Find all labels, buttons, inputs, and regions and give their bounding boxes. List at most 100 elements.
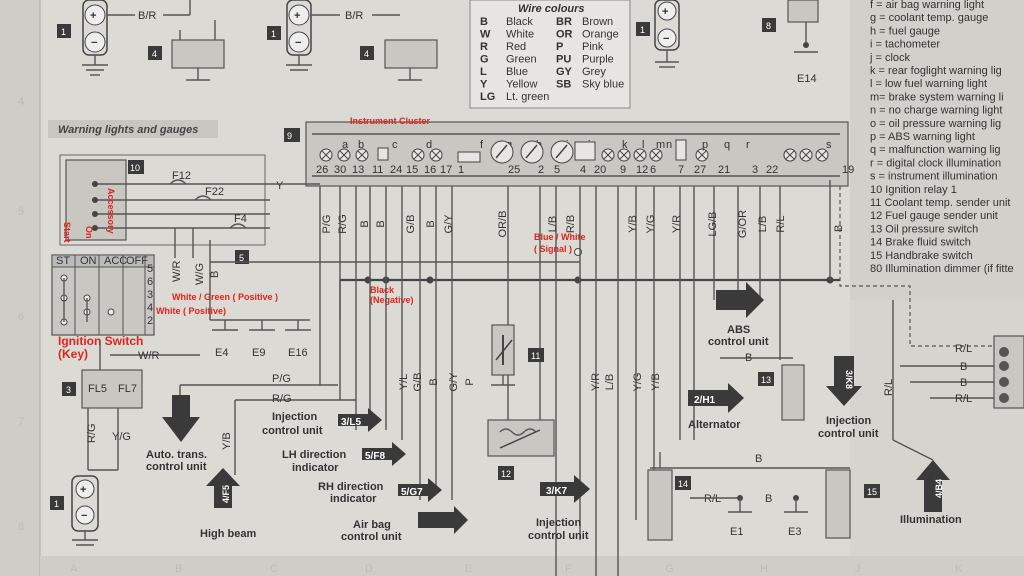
black-annotation: Black: [370, 285, 395, 295]
wire-label: G/B: [405, 215, 417, 234]
wire-label: G/OR: [737, 210, 749, 238]
wire-label: R/L: [704, 493, 721, 505]
switch-col-header: ST: [56, 255, 70, 267]
cluster-element-letter: d: [426, 139, 432, 151]
svg-text:+: +: [662, 6, 668, 18]
fuse-label: F22: [205, 186, 224, 198]
component-number: 8: [766, 21, 771, 31]
wire-label: B: [755, 453, 762, 465]
pin-number: 24: [390, 164, 402, 176]
wire-colour-code: L: [480, 66, 487, 78]
auto-trans-label: control unit: [146, 461, 207, 473]
svg-text:3: 3: [147, 289, 153, 301]
ruler-row-label: 7: [18, 416, 24, 428]
wire-label: R/L: [955, 393, 972, 405]
ruler-col-label: K: [955, 563, 963, 575]
abs-label: ABS: [727, 324, 750, 336]
wire-label: B: [960, 361, 967, 373]
legend-entry: k = rear foglight warning lig: [870, 65, 1002, 77]
wire-label: L/B: [604, 374, 616, 391]
wire-colours-title: Wire colours: [518, 3, 585, 15]
wire-label: B: [425, 220, 437, 227]
component-number: 14: [678, 479, 688, 489]
section-title: Warning lights and gauges: [58, 124, 198, 136]
component-number: 13: [761, 375, 771, 385]
instrument-cluster: 9 Instrument Cluster abcdfghijklmnopqrs …: [284, 116, 854, 187]
pin-number: 9: [620, 164, 626, 176]
cluster-element-letter: q: [724, 139, 730, 151]
svg-text:−: −: [663, 33, 669, 45]
legend-entry: p = ABS warning light: [870, 131, 975, 143]
wire-label: W/R: [171, 261, 183, 282]
legend-entry: i = tachometer: [870, 39, 940, 51]
brake-fluid-switch: 14 B R/L E1 B E3: [647, 452, 850, 541]
pin-number: 15: [406, 164, 418, 176]
destination-code: 3/L5: [341, 417, 361, 428]
wire-colour-code: LG: [480, 91, 495, 103]
pin-number: 5: [554, 164, 560, 176]
ruler-row-label: 4: [18, 96, 24, 108]
wire-colour-code: SB: [556, 79, 571, 91]
wire-colour-code: OR: [556, 29, 573, 41]
earth-label: E16: [288, 347, 308, 359]
fuse-label: FL5: [88, 383, 107, 395]
svg-text:+: +: [90, 10, 96, 22]
svg-text:Y: Y: [276, 180, 284, 192]
legend-entry: o = oil pressure warning lig: [870, 118, 1001, 130]
wire-colour-name: Sky blue: [582, 79, 624, 91]
wire-colour-name: Purple: [582, 54, 614, 66]
wire-colour-name: Lt. green: [506, 91, 549, 103]
legend-entry: f = air bag warning light: [870, 0, 984, 11]
svg-text:−: −: [295, 37, 301, 49]
auto-trans-label: Auto. trans.: [146, 449, 207, 461]
warning-lamp: [355, 148, 369, 162]
accessory-annotation: Accessory: [106, 188, 116, 234]
legend-entry: q = malfunction warning lig: [870, 144, 1001, 156]
pin-number: 27: [694, 164, 706, 176]
legend-entry: 15 Handbrake switch: [870, 250, 973, 262]
ignition-switch-table: ST ON ACC OFF 56 34 2: [51, 254, 155, 336]
ruler-row-label: 5: [18, 206, 24, 218]
pin-number: 20: [594, 164, 606, 176]
wire-colour-name: Yellow: [506, 79, 537, 91]
pin-number: 7: [678, 164, 684, 176]
component-number: 1: [54, 499, 59, 509]
legend-entry: 80 Illumination dimmer (if fitte: [870, 263, 1014, 275]
wire-label: Y/G: [632, 373, 644, 392]
legend-entry: s = instrument illumination: [870, 171, 997, 183]
wire-label: G/B: [412, 373, 424, 392]
switch-col-header: ACC: [104, 255, 127, 267]
cluster-element-letter: k: [622, 139, 628, 151]
ruler-row-label: 8: [18, 521, 24, 533]
wire-colour-code: P: [556, 41, 563, 53]
destination-label: RH direction: [318, 481, 384, 493]
pin-number: 17: [440, 164, 452, 176]
component-number: 11: [531, 351, 540, 361]
pin-number: 4: [580, 164, 586, 176]
wire-label: Y/B: [650, 373, 662, 391]
legend-entry: m= brake system warning li: [870, 91, 1004, 103]
destination-label: control unit: [262, 425, 323, 437]
pin-number: 12: [636, 164, 648, 176]
component-number: 1: [61, 27, 66, 37]
pin-number: 6: [650, 164, 656, 176]
pin-number: 16: [424, 164, 436, 176]
destination-label: Injection: [536, 517, 582, 529]
legend-entry: g = coolant temp. gauge: [870, 12, 988, 24]
component-number: 12: [501, 469, 511, 479]
wire-label: R/L: [955, 343, 972, 355]
ruler-col-label: J: [855, 563, 861, 575]
cluster-element-letter: m: [656, 139, 665, 151]
wire-colour-code: R: [480, 41, 488, 53]
wire-label: W/R: [138, 350, 159, 362]
earth-label: E4: [215, 347, 228, 359]
destination-code: 2/H1: [694, 395, 716, 406]
pin-number: 11: [372, 164, 383, 176]
fuel-gauge-sender: 12: [487, 419, 555, 480]
row-ruler: 4 5 6 7 8: [18, 96, 24, 533]
legend-entry: n = no charge warning light: [870, 105, 1002, 117]
illumination-connector: B R/L B B R/L R/L: [829, 180, 1024, 461]
destination-label: control unit: [528, 530, 589, 542]
